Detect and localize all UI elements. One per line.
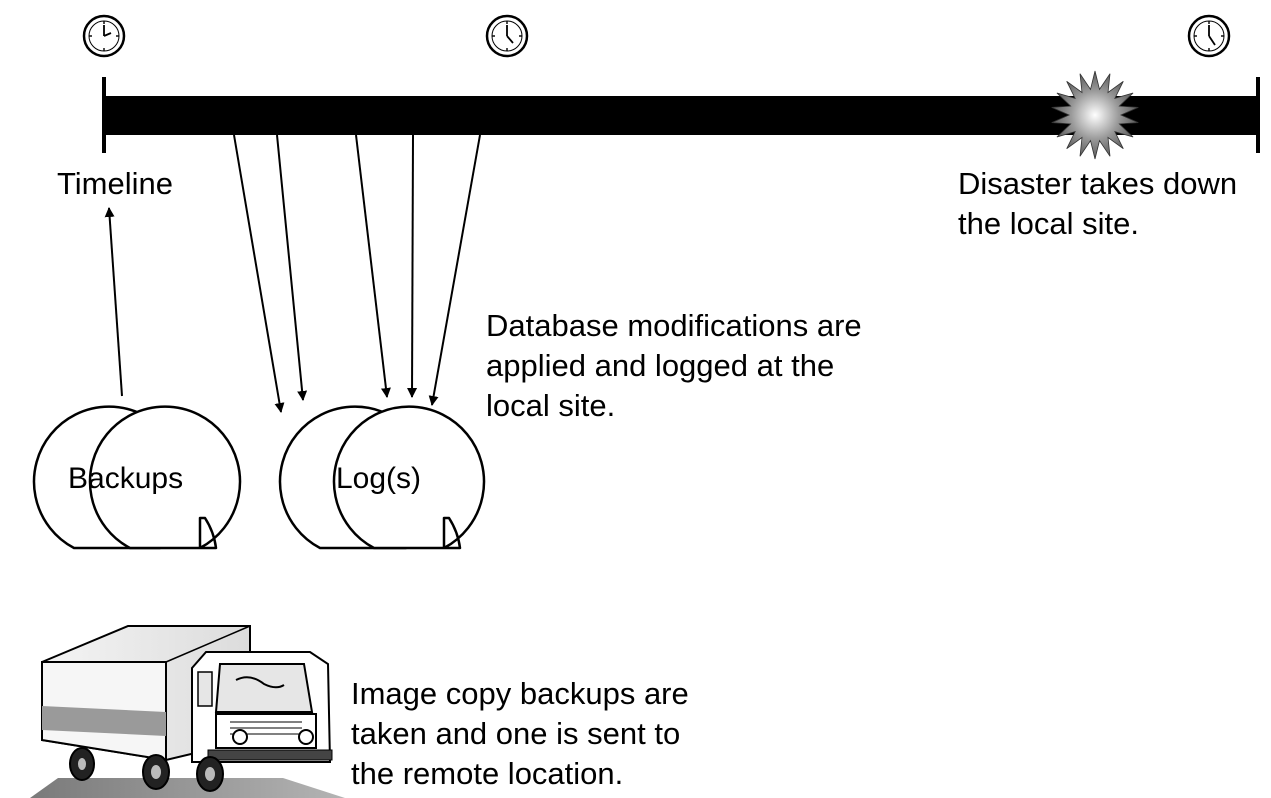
road-shadow xyxy=(30,778,345,798)
truck-icon xyxy=(30,625,345,798)
truck-headlight xyxy=(298,729,314,745)
clock-icon xyxy=(82,14,126,58)
db-mod-label-line: Database modifications are xyxy=(486,308,862,343)
backups-tape-reels-icon: Backups xyxy=(32,405,242,550)
truck-headlight xyxy=(232,729,248,745)
disaster-label-line: the local site. xyxy=(958,206,1139,241)
log-arrow xyxy=(407,134,418,398)
truck-label-line: Image copy backups are xyxy=(351,676,689,711)
timeline-start-tick xyxy=(102,77,106,153)
clock-icon xyxy=(485,14,529,58)
backup-to-timeline-arrow xyxy=(104,207,123,397)
timeline-end-tick xyxy=(1256,77,1260,153)
backups-label: Backups xyxy=(68,462,183,495)
logs-front-reel xyxy=(332,405,486,550)
logs-tape-reels-icon: Log(s) xyxy=(278,405,486,550)
truck-label-line: the remote location. xyxy=(351,756,623,791)
truck-windshield xyxy=(214,663,314,713)
timeline-label: Timeline xyxy=(57,166,173,201)
clock-icon xyxy=(1187,14,1231,58)
truck-grille xyxy=(215,713,317,749)
database-modifications-label: Database modifications are applied and l… xyxy=(486,308,870,423)
log-arrow xyxy=(276,134,308,401)
log-arrow xyxy=(428,134,481,406)
logs-label: Log(s) xyxy=(336,462,421,495)
log-arrow xyxy=(355,134,391,398)
db-mod-label-line: local site. xyxy=(486,388,615,423)
disaster-label-line: Disaster takes down xyxy=(958,166,1237,201)
log-arrow xyxy=(233,134,285,413)
truck-bumper xyxy=(207,749,333,761)
disaster-starburst-icon xyxy=(1051,70,1139,160)
truck-label: Image copy backups are taken and one is … xyxy=(351,676,697,791)
truck-label-line: taken and one is sent to xyxy=(351,716,680,751)
backups-front-reel xyxy=(88,405,242,550)
truck-side-window xyxy=(197,671,213,707)
disaster-label: Disaster takes down the local site. xyxy=(958,166,1246,241)
truck-cargo-stripe xyxy=(42,706,166,736)
db-mod-label-line: applied and logged at the xyxy=(486,348,834,383)
